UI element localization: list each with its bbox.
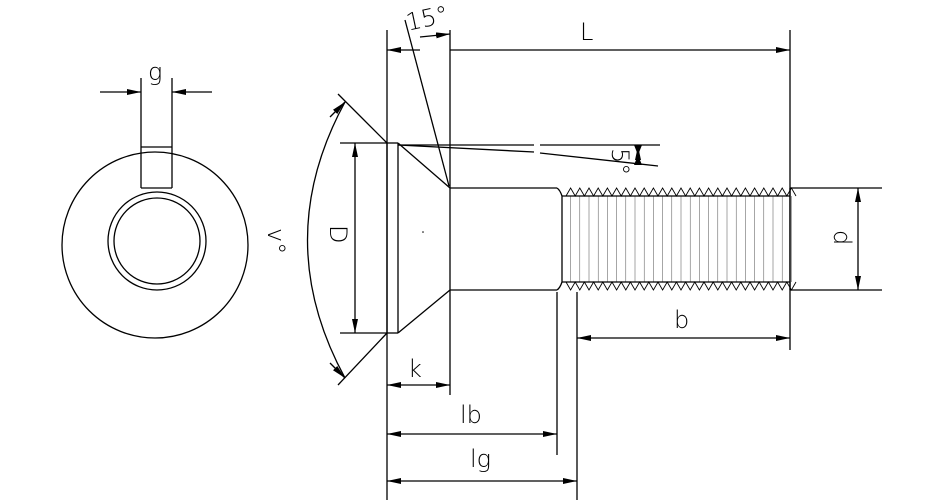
head-angle-line bbox=[404, 19, 450, 187]
lb-label: lb bbox=[460, 401, 482, 429]
g-label: g bbox=[148, 58, 162, 86]
side-view bbox=[386, 142, 797, 334]
thread-bottom bbox=[565, 281, 797, 291]
thread-lines bbox=[570, 196, 792, 282]
socket-inner-circle bbox=[113, 197, 201, 285]
thread-top bbox=[565, 187, 797, 197]
extension-lines bbox=[340, 30, 882, 500]
d-label: d bbox=[828, 230, 856, 245]
head-angle-label: 15° bbox=[403, 0, 450, 36]
D-label: D bbox=[324, 225, 352, 243]
socket-outer-circle bbox=[107, 191, 207, 291]
k-label: k bbox=[408, 355, 422, 383]
taper-angle-label: 5° bbox=[606, 148, 634, 175]
lg-label: lg bbox=[470, 445, 491, 473]
end-view: g bbox=[61, 58, 249, 339]
countersink-angle-label: v° bbox=[262, 228, 290, 254]
countersink-arc bbox=[306, 101, 346, 379]
head-outer-circle bbox=[61, 151, 249, 339]
L-label: L bbox=[580, 18, 593, 46]
b-label: b bbox=[674, 306, 689, 334]
